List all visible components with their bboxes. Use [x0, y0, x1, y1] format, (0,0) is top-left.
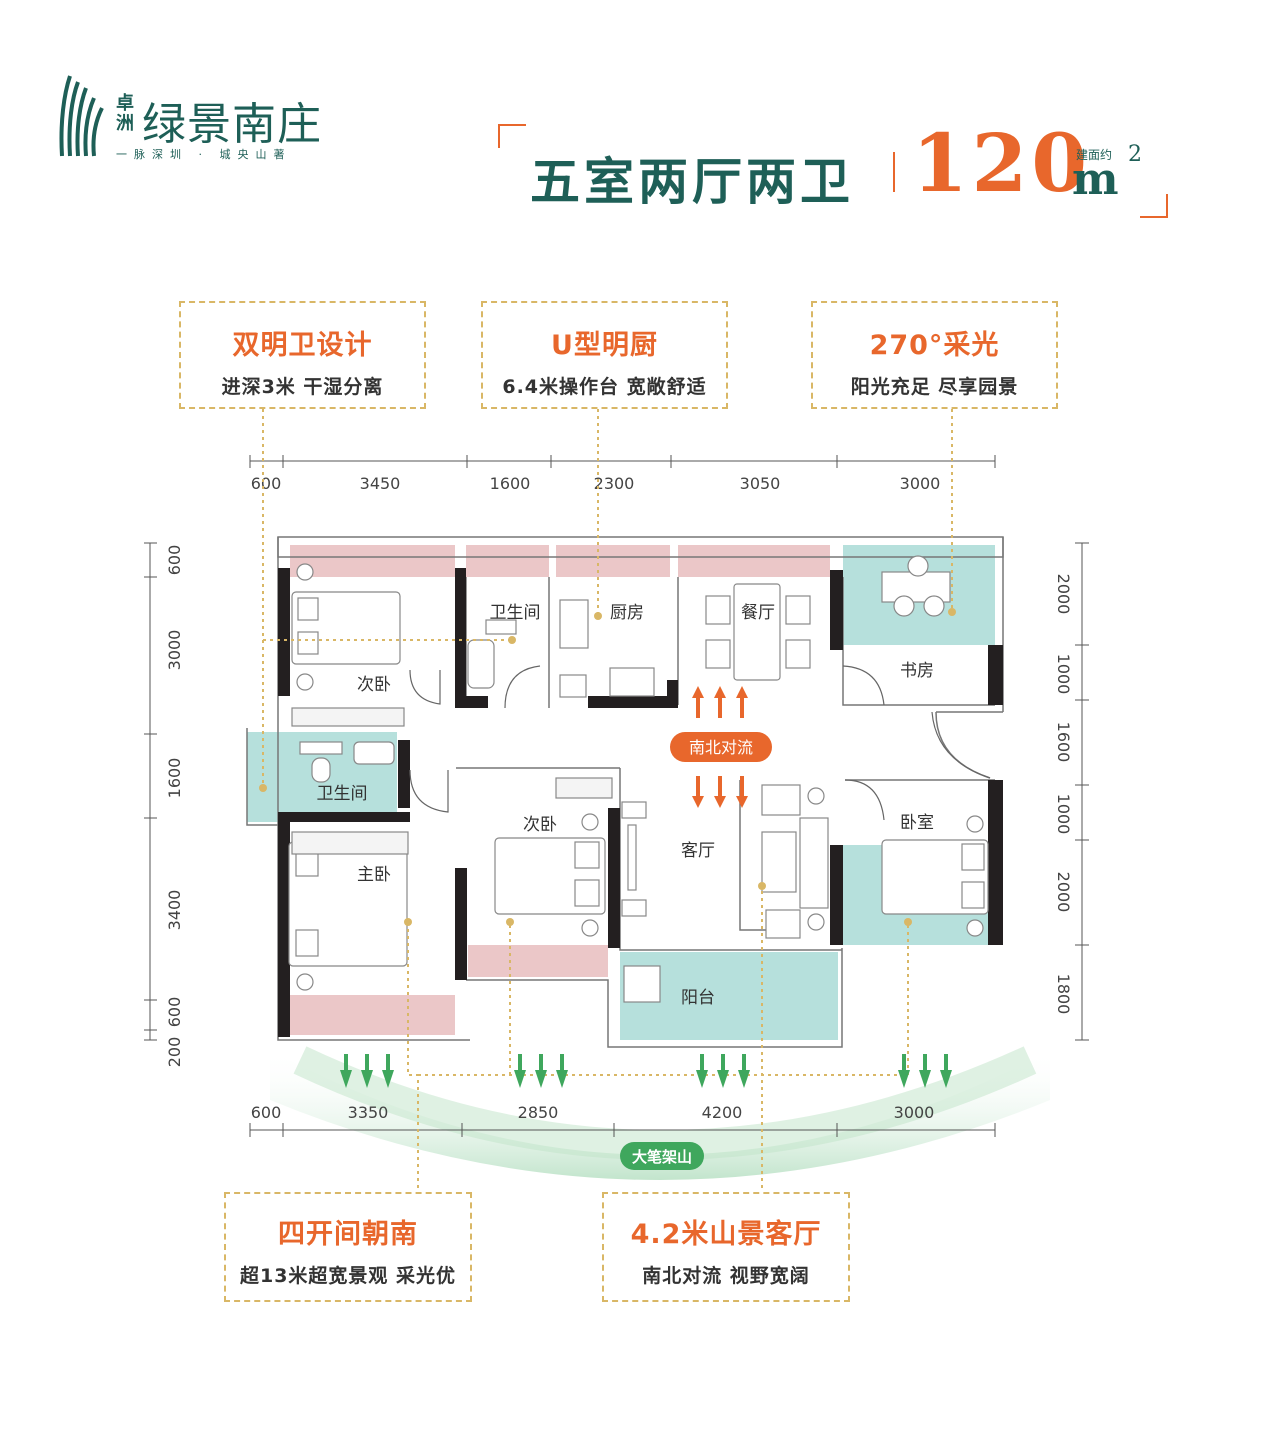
- room-bath-left: 卫生间: [317, 784, 368, 804]
- room-labels: 次卧 卫生间 厨房 餐厅 书房 卫生间 次卧 客厅 卧室 主卧 阳台: [317, 603, 935, 1008]
- feature-heading: 4.2米山景客厅: [630, 1219, 822, 1250]
- dim-bottom-3: 2850: [518, 1103, 559, 1122]
- feature-box-kitchen: U型明厨 6.4米操作台 宽敞舒适: [481, 301, 728, 409]
- dim-top-2: 3450: [360, 474, 401, 493]
- feature-subtext: 南北对流 视野宽阔: [642, 1265, 810, 1287]
- callout-leaders: [262, 409, 953, 1195]
- furniture: [288, 555, 989, 1003]
- layout-title: 五室两厅两卫: [530, 152, 854, 211]
- dims-right: 2000 1000 1600 1000 2000 1800: [1054, 574, 1073, 1015]
- feature-box-south-facing: 四开间朝南 超13米超宽景观 采光优: [224, 1192, 472, 1302]
- dim-left-2: 3000: [165, 630, 184, 671]
- dim-bottom-5: 3000: [894, 1103, 935, 1122]
- dimension-lines: [144, 455, 1089, 1137]
- dim-left-3: 1600: [165, 758, 184, 799]
- area-unit-sup: 2: [1128, 142, 1142, 167]
- title-bracket-left: [498, 124, 526, 148]
- airflow-arrows-down: [692, 776, 748, 808]
- dim-right-3: 1600: [1054, 722, 1073, 763]
- callout-dots: [259, 608, 956, 926]
- title-bracket-right: [1140, 194, 1168, 218]
- dim-top-4: 2300: [594, 474, 635, 493]
- dim-right-1: 2000: [1054, 574, 1073, 615]
- mountain-badge: 大笔架山: [632, 1148, 692, 1166]
- feature-box-lighting: 270°采光 阳光充足 尽享园景: [811, 301, 1058, 409]
- mountain-view-arc: [270, 1050, 1050, 1180]
- brand-name: 绿景南庄: [142, 99, 322, 150]
- room-study: 书房: [900, 661, 934, 681]
- feature-subtext: 阳光充足 尽享园景: [850, 376, 1019, 398]
- dims-bottom: 600 3350 2850 4200 3000: [251, 1103, 935, 1122]
- dim-right-6: 1800: [1054, 974, 1073, 1015]
- door-swings: [409, 665, 991, 821]
- airflow-badge: 南北对流: [689, 738, 753, 757]
- title-separator: [893, 152, 895, 192]
- dim-right-2: 1000: [1054, 654, 1073, 695]
- wall-solid: [278, 568, 1003, 1037]
- dim-bottom-2: 3350: [348, 1103, 389, 1122]
- dim-left-4: 3400: [165, 890, 184, 931]
- area-unit: m: [1072, 154, 1119, 205]
- feature-subtext: 超13米超宽景观 采光优: [239, 1265, 457, 1287]
- feature-heading: 双明卫设计: [232, 330, 373, 361]
- view-arrows: [340, 1054, 952, 1088]
- room-bedroom2-mid: 次卧: [523, 815, 557, 835]
- dim-right-5: 2000: [1054, 872, 1073, 913]
- brand-logo-mark: [59, 75, 104, 157]
- feature-heading: U型明厨: [551, 330, 658, 361]
- brand-prefix: 卓洲: [116, 93, 134, 134]
- feature-box-living-room: 4.2米山景客厅 南北对流 视野宽阔: [602, 1192, 850, 1302]
- dim-bottom-4: 4200: [702, 1103, 743, 1122]
- dim-bottom-1: 600: [251, 1103, 282, 1122]
- room-dining: 餐厅: [741, 603, 775, 623]
- feature-box-bathroom: 双明卫设计 进深3米 干湿分离: [179, 301, 426, 409]
- brand-slogan: 一脉深圳 · 城央山著: [116, 148, 292, 161]
- dims-left: 600 3000 1600 3400 600 200: [165, 545, 184, 1068]
- feature-subtext: 6.4米操作台 宽敞舒适: [502, 376, 707, 398]
- dim-right-4: 1000: [1054, 794, 1073, 835]
- dim-top-3: 1600: [490, 474, 531, 493]
- room-living: 客厅: [681, 841, 715, 861]
- airflow-badge-bg: [670, 732, 772, 762]
- dim-top-1: 600: [251, 474, 282, 493]
- dim-left-6: 200: [165, 1037, 184, 1068]
- room-bedroom2-top: 次卧: [357, 675, 391, 695]
- dim-top-6: 3000: [900, 474, 941, 493]
- feature-heading: 270°采光: [869, 330, 1000, 361]
- dim-top-5: 3050: [740, 474, 781, 493]
- feature-heading: 四开间朝南: [278, 1219, 418, 1250]
- area-value: 120: [912, 116, 1091, 210]
- dims-top: 600 3450 1600 2300 3050 3000: [251, 474, 941, 493]
- feature-subtext: 进深3米 干湿分离: [221, 376, 384, 398]
- dim-left-1: 600: [165, 545, 184, 576]
- room-kitchen: 厨房: [610, 603, 644, 623]
- area-prefix: 建面约: [1076, 148, 1113, 162]
- mountain-badge-bg: [620, 1142, 704, 1170]
- room-balcony: 阳台: [681, 988, 715, 1008]
- room-master: 主卧: [357, 865, 391, 885]
- dim-left-5: 600: [165, 997, 184, 1028]
- room-bedroom: 卧室: [900, 813, 934, 833]
- airflow-arrows-up: [692, 686, 748, 718]
- room-bath-top: 卫生间: [490, 603, 541, 623]
